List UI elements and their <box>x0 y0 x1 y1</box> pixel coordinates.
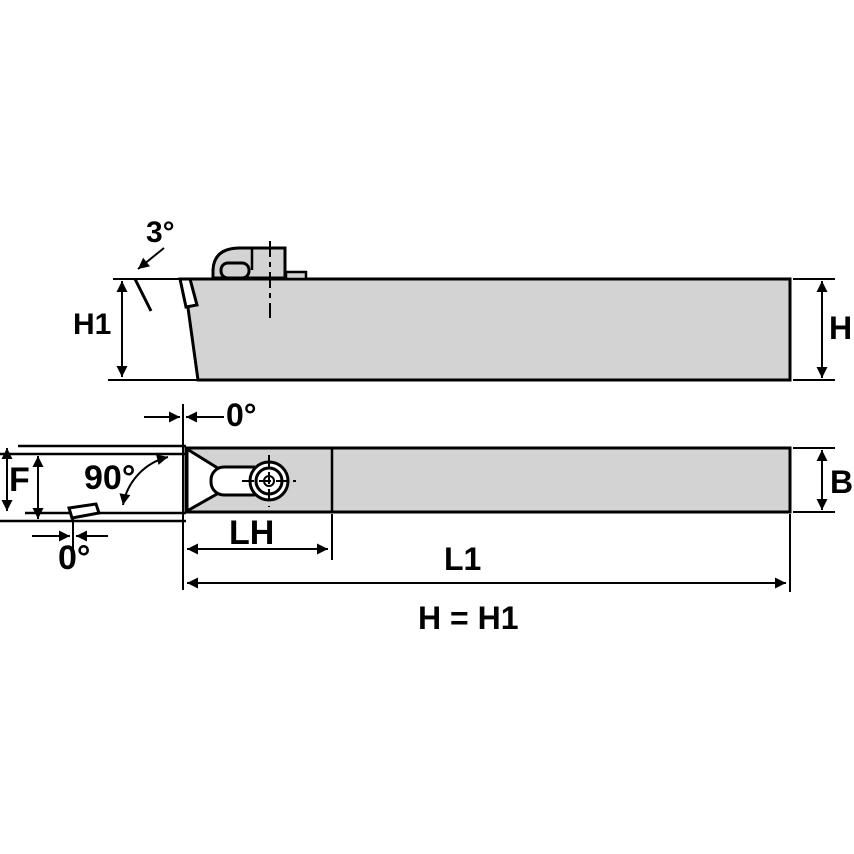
lead-angle-arc <box>119 454 169 506</box>
head-height-label: H1 <box>73 308 112 341</box>
head-length-label: LH <box>229 514 275 552</box>
rake-angle-label: 3° <box>146 216 175 249</box>
rake-angle-leader-arrow <box>137 247 165 270</box>
inclination-angle-label: 0° <box>58 539 91 577</box>
shank-width-label: B <box>830 464 854 500</box>
plan-view-body <box>184 446 792 514</box>
side-view <box>108 241 835 382</box>
insert-side-view <box>178 277 199 309</box>
shank-height-label: H <box>829 310 853 346</box>
end-angle-label: 0° <box>226 397 257 433</box>
overall-length-label: L1 <box>444 541 482 577</box>
nose-offset-label: F <box>9 461 30 499</box>
insert-corner-projection <box>67 502 101 520</box>
clamp-finger <box>219 261 251 280</box>
rake-angle-flank-line <box>133 278 153 312</box>
clamp-pocket-step <box>284 270 308 281</box>
height-equation-label: H = H1 <box>418 600 519 636</box>
plan-view <box>0 404 835 592</box>
lead-angle-label: 90° <box>84 459 136 497</box>
side-view-body <box>182 277 792 382</box>
